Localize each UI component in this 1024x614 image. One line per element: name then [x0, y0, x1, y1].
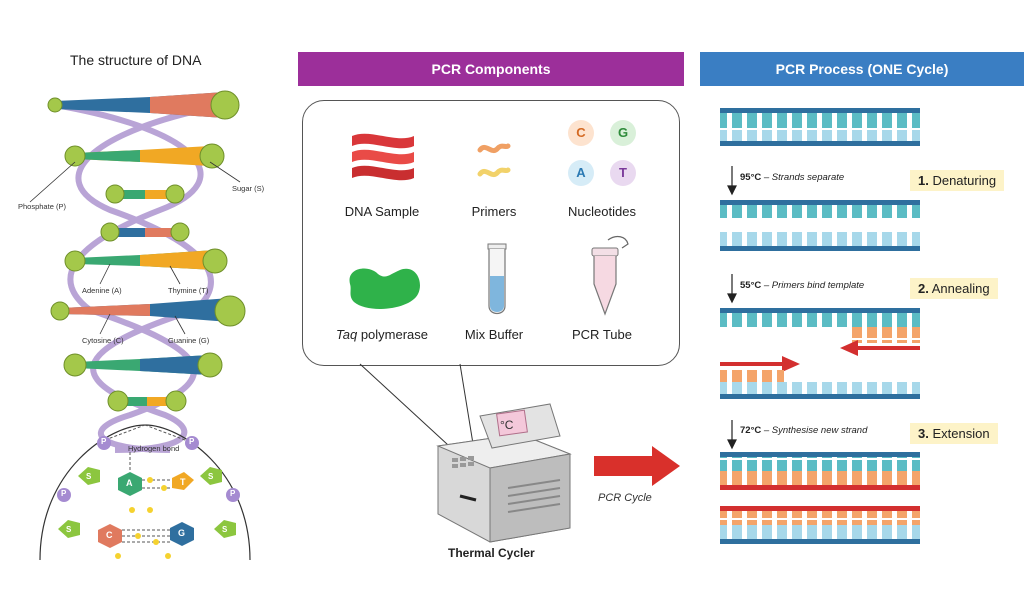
step-3-number: 3.: [918, 426, 929, 441]
taq-polymerase-icon: [349, 268, 420, 309]
zoom-phosphate-p-left2: [57, 488, 71, 502]
dna-sample-icon: [352, 133, 414, 181]
step-1-temp: 95°C – Strands separate: [740, 172, 844, 183]
dna-letter-t: T: [180, 477, 186, 487]
step-2-desc: – Primers bind template: [761, 280, 865, 291]
dna-letter-p2: P: [189, 437, 195, 446]
step-3-desc: – Synthesise new strand: [761, 425, 868, 436]
dna-helix-illustration: [29, 90, 251, 561]
dna-letter-p1: P: [101, 437, 107, 446]
label-guanine: Guanine (G): [168, 336, 210, 345]
step-2-temp: 55°C – Primers bind template: [740, 280, 864, 291]
label-thymine: Thymine (T): [168, 286, 209, 295]
pcr-process-header: PCR Process (ONE Cycle): [700, 52, 1024, 86]
label-adenine: Adenine (A): [82, 286, 122, 295]
thermal-cycler-display: °C: [500, 418, 514, 432]
pcr-cycle-arrow: [594, 446, 680, 486]
label-sugar: Sugar (S): [232, 184, 265, 193]
step-3-temp-value: 72°C: [740, 425, 762, 436]
label-phosphate: Phosphate (P): [18, 202, 66, 211]
dna-letter-s4: S: [222, 525, 228, 534]
nucleotide-g-icon: G: [610, 120, 636, 146]
zoom-phosphate-p-left: [97, 436, 111, 450]
dna-letter-p3: P: [61, 489, 67, 498]
step-3-temp: 72°C – Synthesise new strand: [740, 425, 867, 436]
step-1-name: Denaturing: [928, 173, 997, 188]
nucleotide-t-icon: T: [610, 160, 636, 186]
label-hydrogen-bond: Hydrogen bond: [128, 444, 180, 453]
dna-letter-a: A: [126, 478, 133, 488]
dna-letter-s2: S: [208, 472, 214, 481]
mix-buffer-label: Mix Buffer: [464, 327, 524, 342]
primers-icon: [477, 143, 511, 178]
label-cytosine: Cytosine (C): [82, 336, 124, 345]
thermal-cycler-label: Thermal Cycler: [448, 546, 535, 560]
step-1-desc: – Strands separate: [761, 172, 845, 183]
step-1-label: 1. Denaturing: [910, 170, 1005, 191]
step-1-temp-value: 95°C: [740, 172, 762, 183]
nucleotide-c-icon: C: [568, 120, 594, 146]
step-3-label: 3. Extension: [910, 423, 998, 444]
dna-base-pairs: [55, 92, 230, 406]
dna-letter-g: G: [178, 528, 186, 538]
pcr-tube-icon: [591, 235, 629, 316]
dna-structure-title: The structure of DNA: [70, 52, 202, 68]
step-1-number: 1.: [918, 173, 929, 188]
dna-sample-label: DNA Sample: [344, 204, 420, 219]
step-2-name: Annealing: [928, 281, 990, 296]
step-2-label: 2. Annealing: [910, 278, 998, 299]
pcr-components-header: PCR Components: [298, 52, 684, 86]
mix-buffer-icon: [487, 243, 507, 315]
step-2-number: 2.: [918, 281, 929, 296]
step-3-name: Extension: [928, 426, 990, 441]
nucleotides-label: Nucleotides: [568, 204, 636, 219]
thermal-cycler-icon: [436, 403, 572, 543]
pcr-cycle-label: PCR Cycle: [598, 492, 652, 504]
dna-letter-s3: S: [66, 525, 72, 534]
step-2-temp-value: 55°C: [740, 280, 762, 291]
taq-polymerase-label: Taq polymerase: [322, 327, 442, 342]
zoom-phosphate-p-right2: [226, 488, 240, 502]
zoom-phosphate-p-right: [185, 436, 199, 450]
nucleotide-a-icon: A: [568, 160, 594, 186]
pcr-tube-label: PCR Tube: [572, 327, 632, 342]
dna-letter-p4: P: [230, 489, 236, 498]
dna-letter-s1: S: [86, 472, 92, 481]
pcr-strands-illustration: [720, 108, 920, 544]
taq-rest: polymerase: [357, 327, 429, 342]
dna-letter-c: C: [106, 530, 113, 540]
taq-italic: Taq: [335, 327, 358, 342]
dna-sugar-balls: [47, 90, 246, 412]
primers-label: Primers: [471, 204, 517, 219]
